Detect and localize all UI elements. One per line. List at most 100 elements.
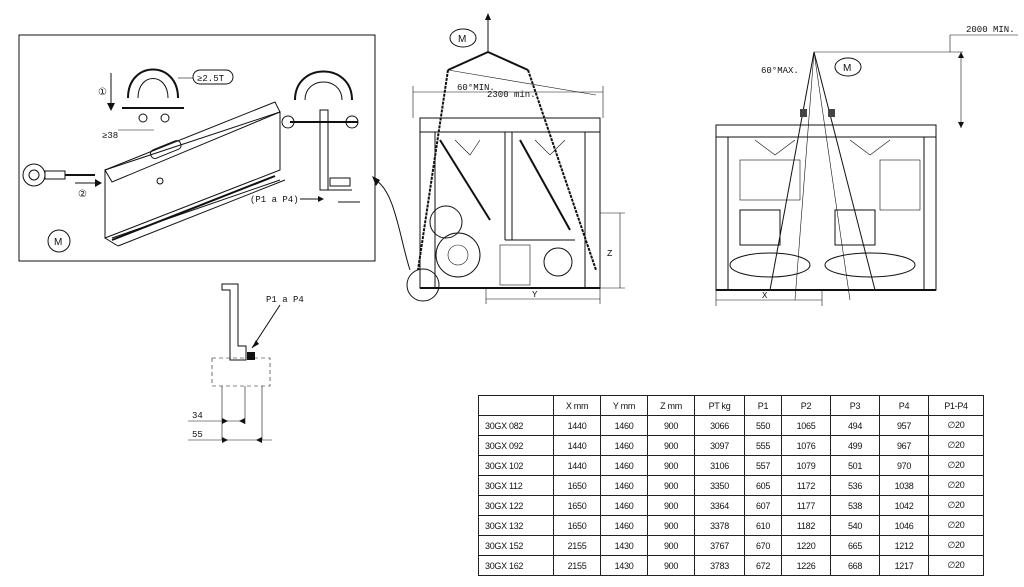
table-cell: 1650 <box>553 475 601 496</box>
shackle-side <box>281 70 359 191</box>
table-cell: 1460 <box>600 515 648 536</box>
svg-text:55: 55 <box>192 430 203 440</box>
table-cell: 970 <box>879 455 929 476</box>
table-cell: 2155 <box>553 555 601 576</box>
table-cell: ∅20 <box>928 415 984 436</box>
table-cell: 1440 <box>553 455 601 476</box>
table-cell: 670 <box>744 535 782 556</box>
dim-55: 55 <box>188 430 272 443</box>
svg-text:≥2.5T: ≥2.5T <box>197 74 225 84</box>
table-cell: 607 <box>744 495 782 516</box>
table-cell: 3364 <box>694 495 745 516</box>
table-cell: 900 <box>647 555 695 576</box>
table-cell: 1440 <box>553 415 601 436</box>
table-cell: 3350 <box>694 475 745 496</box>
table-cell: 1650 <box>553 515 601 536</box>
angle-60-max-label: 60°MAX. <box>761 66 799 76</box>
m-badge-detail: M <box>47 229 71 253</box>
svg-text:X: X <box>762 291 768 301</box>
table-header-cell: P1-P4 <box>928 395 984 416</box>
table-cell: 1212 <box>879 535 929 556</box>
table-cell: ∅20 <box>928 555 984 576</box>
table-header-cell: P1 <box>744 395 782 416</box>
table-header-cell: P3 <box>830 395 880 416</box>
table-cell: 900 <box>647 475 695 496</box>
table-cell: 1440 <box>553 435 601 456</box>
spec-table: X mm Y mm Z mm PT kg P1 P2 P3 P4 P1-P4 3… <box>478 395 984 576</box>
dist-2300-label: 2300 min. <box>487 90 536 100</box>
table-cell: 1065 <box>781 415 831 436</box>
table-cell: 494 <box>830 415 880 436</box>
table-cell: 3378 <box>694 515 745 536</box>
p1-p4-label-lower: P1 a P4 <box>251 295 304 349</box>
table-cell: 900 <box>647 515 695 536</box>
table-header-cell: P2 <box>781 395 831 416</box>
table-cell: 900 <box>647 535 695 556</box>
svg-text:M: M <box>54 237 62 248</box>
dim-y: Y <box>485 288 601 304</box>
table-cell: 900 <box>647 415 695 436</box>
model-cell: 30GX 132 <box>478 515 554 536</box>
dist-2000-callout: 2000 MIN. <box>814 25 1018 128</box>
table-cell: 1182 <box>781 515 831 536</box>
table-cell: 538 <box>830 495 880 516</box>
table-cell: 957 <box>879 415 929 436</box>
table-cell: 1226 <box>781 555 831 576</box>
step2-label: ② <box>78 189 87 200</box>
table-header-cell: X mm <box>553 395 601 416</box>
svg-text:(P1 a P4): (P1 a P4) <box>250 195 299 205</box>
table-cell: 1220 <box>781 535 831 556</box>
table-cell: 1217 <box>879 555 929 576</box>
svg-text:M: M <box>843 63 851 74</box>
svg-text:2000 MIN.: 2000 MIN. <box>966 25 1015 35</box>
table-cell: ∅20 <box>928 535 984 556</box>
table-cell: 540 <box>830 515 880 536</box>
table-cell: 900 <box>647 455 695 476</box>
model-cell: 30GX 092 <box>478 435 554 456</box>
table-cell: 1460 <box>600 435 648 456</box>
svg-text:≥38: ≥38 <box>102 131 118 141</box>
table-cell: ∅20 <box>928 475 984 496</box>
dim-z: Z <box>600 212 625 289</box>
svg-text:Z: Z <box>607 249 613 259</box>
svg-text:M: M <box>458 34 466 45</box>
table-header-cell: Z mm <box>647 395 695 416</box>
table-cell: 672 <box>744 555 782 576</box>
table-header-cell: P4 <box>879 395 929 416</box>
angle-60-min-label: 60°MIN. <box>457 83 495 93</box>
front-unit <box>419 117 601 289</box>
table-cell: 536 <box>830 475 880 496</box>
table-cell: 2155 <box>553 535 601 556</box>
svg-text:34: 34 <box>192 411 203 421</box>
table-cell: 1460 <box>600 475 648 496</box>
eye-bolt <box>22 163 95 187</box>
table-header-cell: PT kg <box>694 395 745 416</box>
table-cell: ∅20 <box>928 515 984 536</box>
table-cell: 1460 <box>600 415 648 436</box>
table-cell: 900 <box>647 495 695 516</box>
model-cell: 30GX 152 <box>478 535 554 556</box>
model-cell: 30GX 112 <box>478 475 554 496</box>
table-cell: ∅20 <box>928 435 984 456</box>
table-cell: ∅20 <box>928 455 984 476</box>
table-cell: 3097 <box>694 435 745 456</box>
model-cell: 30GX 102 <box>478 455 554 476</box>
table-cell: 1076 <box>781 435 831 456</box>
svg-text:Y: Y <box>532 290 538 300</box>
table-cell: 665 <box>830 535 880 556</box>
table-cell: 499 <box>830 435 880 456</box>
table-cell: ∅20 <box>928 495 984 516</box>
shackle-top <box>122 68 184 123</box>
detail-circle <box>406 268 440 302</box>
channel-beam <box>104 101 286 247</box>
detail-pointer <box>374 179 411 271</box>
side-unit <box>715 124 937 291</box>
table-cell: 610 <box>744 515 782 536</box>
step1-label: ① <box>98 87 107 98</box>
